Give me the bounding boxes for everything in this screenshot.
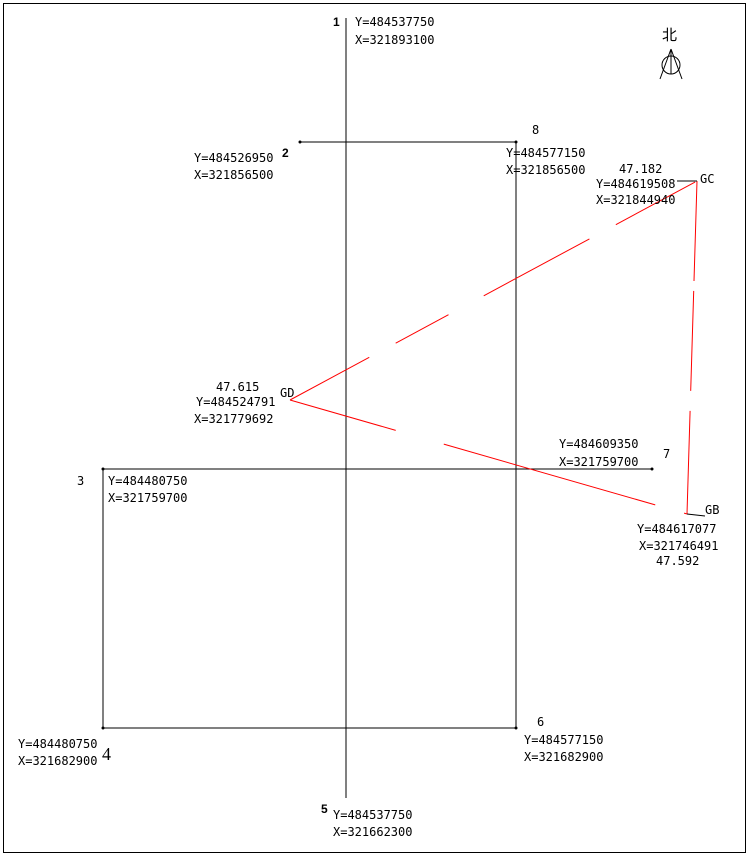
point-7-id: 7 xyxy=(663,447,670,461)
point-4-x: X=321682900 xyxy=(18,754,97,768)
point-3-marker xyxy=(101,467,105,471)
survey-line-gc-gb xyxy=(686,180,698,515)
station-gd-x: X=321779692 xyxy=(194,412,273,426)
station-gc-y: Y=484619508 xyxy=(596,177,675,191)
point-8-marker xyxy=(514,140,518,144)
point-7-marker xyxy=(650,467,654,471)
station-gb-elev: 47.592 xyxy=(656,554,699,568)
point-5-x: X=321662300 xyxy=(333,825,412,839)
station-gb-x: X=321746491 xyxy=(639,539,718,553)
point-6-id: 6 xyxy=(537,715,544,729)
point-3-y: Y=484480750 xyxy=(108,474,187,488)
station-gc-elev: 47.182 xyxy=(619,162,662,176)
gb-leader xyxy=(686,513,706,517)
point-2-x: X=321856500 xyxy=(194,168,273,182)
point-6-y: Y=484577150 xyxy=(524,733,603,747)
point-1-y: Y=484537750 xyxy=(355,15,434,29)
point-5-id: 5 xyxy=(321,802,328,816)
station-gc-x: X=321844940 xyxy=(596,193,675,207)
station-gb-y: Y=484617077 xyxy=(637,522,716,536)
drawing-border xyxy=(3,3,746,853)
survey-line-gd-gb xyxy=(289,399,688,515)
station-gd-elev: 47.615 xyxy=(216,380,259,394)
point-3-x: X=321759700 xyxy=(108,491,187,505)
station-gc-id: GC xyxy=(700,172,714,186)
survey-line-gd-gc xyxy=(289,180,698,401)
station-gb-id: GB xyxy=(705,503,719,517)
point-2-id: 2 xyxy=(282,146,289,160)
point-8-y: Y=484577150 xyxy=(506,146,585,160)
point-6-x: X=321682900 xyxy=(524,750,603,764)
point-5-y: Y=484537750 xyxy=(333,808,412,822)
north-arrow: 北 xyxy=(659,26,683,80)
north-label: 北 xyxy=(662,26,677,44)
point-1-id: 1 xyxy=(333,15,340,29)
point-4-id: 4 xyxy=(102,744,111,764)
point-3-id: 3 xyxy=(77,474,84,488)
point-1-x: X=321893100 xyxy=(355,33,434,47)
point-4-y: Y=484480750 xyxy=(18,737,97,751)
station-gd-y: Y=484524791 xyxy=(196,395,275,409)
point-7-x: X=321759700 xyxy=(559,455,638,469)
station-gd-id: GD xyxy=(280,386,294,400)
point-2-marker xyxy=(298,140,302,144)
point-2-y: Y=484526950 xyxy=(194,151,273,165)
point-8-x: X=321856500 xyxy=(506,163,585,177)
point-6-marker xyxy=(514,726,518,730)
point-4-marker xyxy=(101,726,105,730)
point-7-y: Y=484609350 xyxy=(559,437,638,451)
north-arrow-icon xyxy=(659,48,683,80)
point-8-id: 8 xyxy=(532,123,539,137)
